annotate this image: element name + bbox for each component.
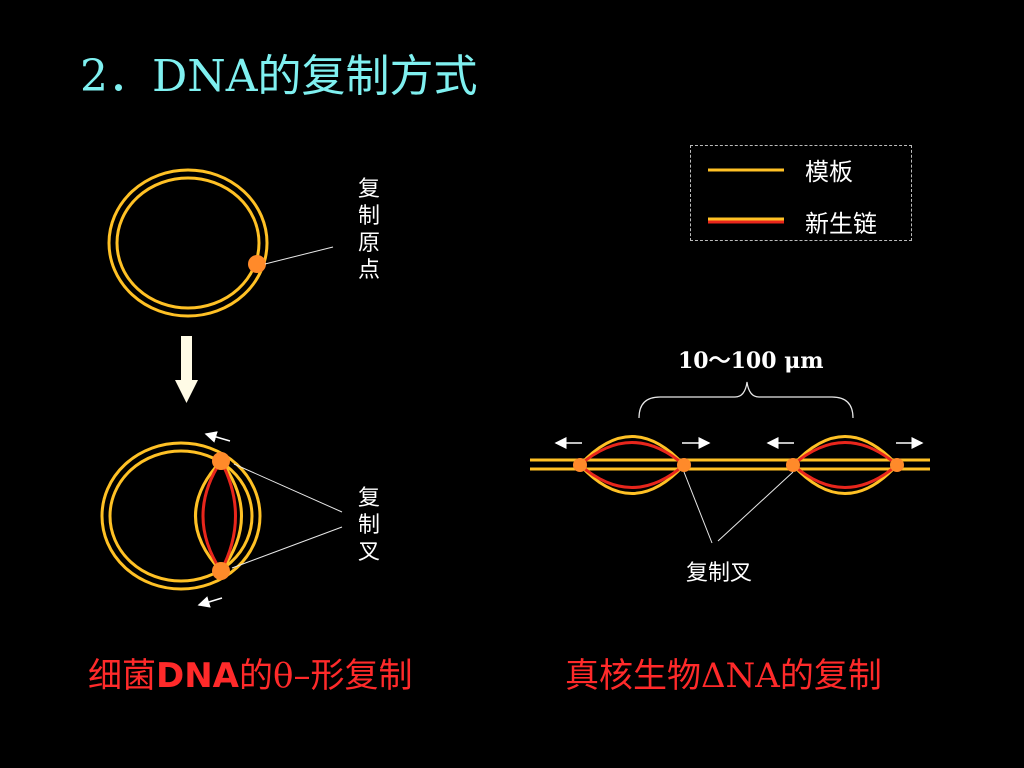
replication-bubble-right <box>791 435 899 495</box>
fork-label-pointer-2 <box>717 471 794 542</box>
legend-box <box>690 145 912 241</box>
measure-label: 10～100 μm <box>678 348 824 374</box>
page-title: 2．DNA的复制方式 <box>80 51 478 102</box>
fork-pointer-line-1 <box>233 463 343 513</box>
replication-fork-dot-bottom <box>212 562 230 580</box>
fork-dot-3 <box>786 458 800 472</box>
fork-dot-2 <box>677 458 691 472</box>
legend-template-label: 模板 <box>805 158 853 186</box>
origin-dot <box>248 255 266 273</box>
measure-brace <box>638 381 854 419</box>
caption-bacterial-suffix: 的θ–形复制 <box>239 656 413 696</box>
fork-direction-arrow-bottom <box>197 596 223 608</box>
fork-label-horizontal: 复制叉 <box>686 561 753 586</box>
down-arrow <box>175 336 198 403</box>
origin-pointer-line <box>264 246 334 265</box>
fork-dot-1 <box>573 458 587 472</box>
caption-eukaryote: 真核生物ΔNA的复制 <box>565 656 882 696</box>
fork-direction-arrow-top <box>204 431 231 443</box>
replication-bubble-left <box>578 435 686 495</box>
fork-label-vertical: 复制叉 <box>357 486 380 565</box>
caption-bacterial: 细菌DNA的θ–形复制 <box>88 648 412 697</box>
caption-bacterial-bold: DNA <box>156 656 239 696</box>
replication-fork-dot-top <box>212 452 230 470</box>
legend-new-strand-label: 新生链 <box>805 210 877 238</box>
fork-pointer-line-2 <box>231 526 343 569</box>
caption-bacterial-prefix: 细菌 <box>88 656 156 696</box>
fork-dot-4 <box>890 458 904 472</box>
circular-dna-top <box>107 168 269 318</box>
fork-label-pointer-1 <box>683 471 713 544</box>
theta-replication-dna <box>100 441 262 591</box>
linear-dna <box>530 458 930 471</box>
origin-label: 复制原点 <box>357 177 380 283</box>
